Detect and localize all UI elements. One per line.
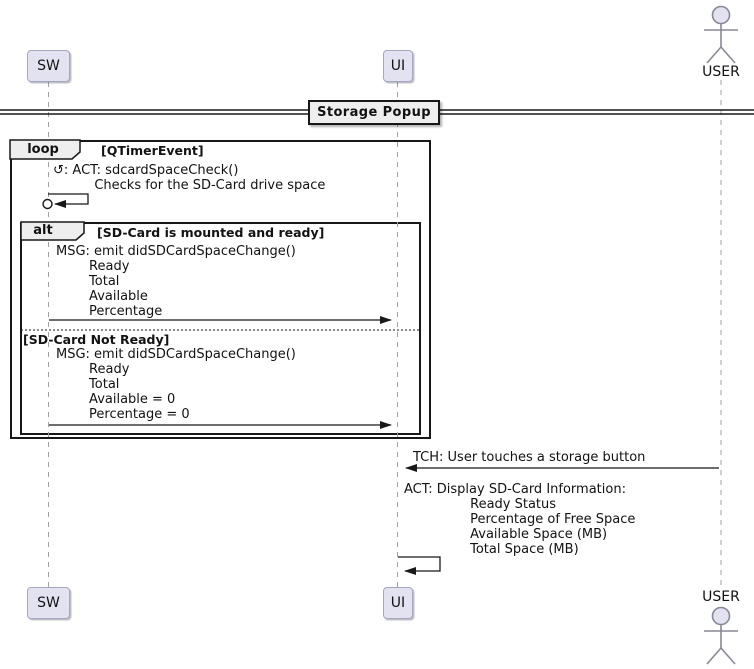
frame-loop <box>10 140 431 439</box>
actor-label-user-bottom: USER <box>702 589 740 605</box>
actor-user-bottom-figure <box>704 606 738 665</box>
actor-user-top-figure <box>704 5 738 64</box>
message-self-check: ↺: ACT: sdcardSpaceCheck() Checks for th… <box>53 163 326 193</box>
participant-label-ui: UI <box>390 58 406 74</box>
alt-condition: [SD-Card is mounted and ready] <box>97 225 325 240</box>
alt-else-label: [SD-Card Not Ready] <box>23 332 170 347</box>
frame-alt <box>20 222 421 435</box>
message-msg-ready: MSG: emit didSDCardSpaceChange() Ready T… <box>56 244 296 319</box>
divider-storage-popup: Storage Popup <box>308 100 440 125</box>
arrow-self-display <box>398 556 441 575</box>
participant-box-ui-top: UI <box>383 50 413 82</box>
divider-label: Storage Popup <box>317 105 431 120</box>
participant-box-sw-top: SW <box>27 50 70 82</box>
participant-label-sw: SW <box>37 595 60 611</box>
loop-keyword: loop <box>27 142 59 157</box>
participant-label-sw: SW <box>37 58 60 74</box>
message-msg-not-ready: MSG: emit didSDCardSpaceChange() Ready T… <box>56 347 296 422</box>
participant-label-ui: UI <box>390 595 406 611</box>
message-act-display: ACT: Display SD-Card Information: Ready … <box>404 482 636 557</box>
participant-box-ui-bottom: UI <box>383 587 413 619</box>
alt-keyword: alt <box>33 223 53 238</box>
participant-box-sw-bottom: SW <box>27 587 70 619</box>
loop-condition: [QTimerEvent] <box>101 143 204 158</box>
actor-label-user-top: USER <box>702 64 740 80</box>
message-touch: TCH: User touches a storage button <box>413 450 646 465</box>
